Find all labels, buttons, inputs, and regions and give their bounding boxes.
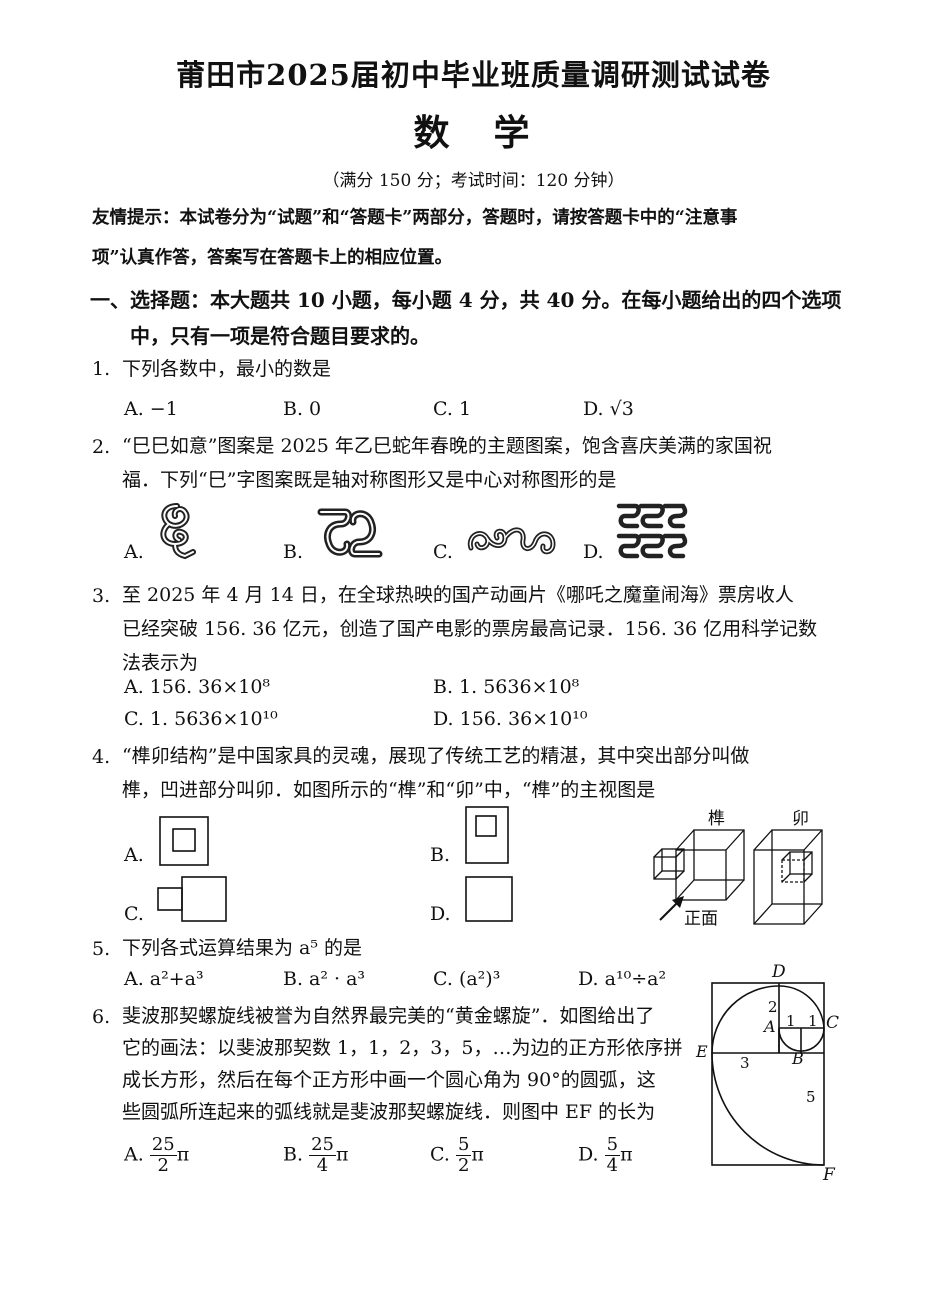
option-b: B.: [430, 844, 451, 866]
pattern-a-image: [160, 503, 196, 560]
numerator: 25: [149, 1134, 177, 1156]
view-d-figure: [465, 876, 513, 922]
denominator: 4: [606, 1155, 619, 1176]
point-d-label: D: [772, 962, 786, 982]
exam-meta: （满分 150 分；考试时间：120 分钟）: [322, 171, 625, 191]
option-b: B. 1. 5636×10⁸: [433, 676, 580, 698]
denominator: 2: [457, 1155, 470, 1176]
pattern-d-image: [616, 503, 688, 559]
tip-line-2: 项”认真作答，答案写在答题卡上的相应位置。: [92, 248, 453, 268]
side-5-label: 5: [806, 1088, 816, 1106]
question-stem: 下列各式运算结果为 a⁵ 的是: [122, 937, 363, 959]
numerator: 25: [309, 1134, 336, 1156]
numerator: 5: [604, 1134, 621, 1156]
option-a: A.: [124, 844, 144, 866]
side-3-label: 3: [740, 1054, 750, 1072]
question-stem: 斐波那契螺旋线被誉为自然界最完美的“黄金螺旋”．如图给出了: [122, 1005, 655, 1027]
question-stem: 些圆弧所连起来的弧线就是斐波那契螺旋线．则图中 EF 的长为: [122, 1101, 656, 1123]
question-stem: 已经突破 156. 36 亿元，创造了国产电影的票房最高记录．156. 36 亿…: [122, 618, 818, 640]
question-number: 2.: [92, 436, 111, 458]
question-stem: 成长方形，然后在每个正方形中画一个圆心角为 90°的圆弧，这: [122, 1069, 656, 1091]
pattern-c-image: [467, 527, 556, 555]
side-1b-label: 1: [808, 1012, 818, 1030]
option-d: D.: [430, 903, 451, 925]
question-number: 5.: [92, 938, 111, 960]
option-c: C. (a²)³: [433, 968, 501, 990]
point-c-label: C: [826, 1013, 840, 1033]
question-number: 3.: [92, 585, 111, 607]
section-heading-line-1: 一、选择题：本大题共 10 小题，每小题 4 分，共 40 分。在每小题给出的四…: [90, 288, 842, 312]
fibonacci-spiral-figure: [711, 982, 825, 1166]
question-stem: 至 2025 年 4 月 14 日，在全球热映的国产动画片《哪吒之魔童闹海》票房…: [122, 584, 794, 606]
point-b-label: B: [792, 1049, 804, 1068]
denominator: 2: [157, 1155, 169, 1176]
option-b: B. 0: [283, 398, 322, 420]
option-d: D.: [583, 541, 604, 563]
pattern-b-image: [317, 508, 383, 558]
question-number: 6.: [92, 1006, 111, 1028]
option-a: A.: [124, 541, 144, 563]
view-c-figure: [157, 876, 227, 922]
option-label: C.: [430, 1143, 450, 1166]
option-c: C.: [124, 903, 144, 925]
option-d: D. a¹⁰÷a²: [578, 968, 667, 990]
tenon-mortise-figure: [653, 829, 823, 925]
tip-line-1: 友情提示：本试卷分为“试题”和“答题卡”两部分，答题时，请按答题卡中的“注意事: [92, 208, 738, 228]
option-label: D.: [578, 1143, 599, 1166]
question-number: 4.: [92, 746, 111, 768]
option-a: A. a²+a³: [124, 968, 204, 990]
front-view-label: 正面: [684, 909, 718, 929]
option-c: C. 1: [433, 398, 472, 420]
point-f-label: F: [823, 1165, 835, 1185]
option-d: D. √3: [583, 398, 634, 420]
option-a: A. 156. 36×10⁸: [124, 676, 271, 698]
question-stem: 福．下列“巳”字图案既是轴对称图形又是中心对称图形的是: [122, 469, 617, 491]
side-2-label: 2: [768, 998, 778, 1016]
view-a-figure: [159, 816, 209, 866]
pi-symbol: π: [620, 1143, 633, 1166]
section-heading-line-2: 中，只有一项是符合题目要求的。: [130, 324, 430, 348]
option-c: C.: [433, 541, 453, 563]
point-e-label: E: [696, 1042, 708, 1061]
denominator: 4: [316, 1155, 329, 1176]
pi-symbol: π: [335, 1143, 349, 1166]
question-stem: 下列各数中，最小的数是: [122, 358, 332, 380]
point-a-label: A: [764, 1017, 776, 1036]
numerator: 5: [455, 1134, 472, 1156]
question-stem: “巳巳如意”图案是 2025 年乙巳蛇年春晚的主题图案，饱含喜庆美满的家国祝: [122, 435, 772, 457]
question-stem: 法表示为: [122, 652, 199, 674]
question-stem: 榫，凹进部分叫卯．如图所示的“榫”和“卯”中，“榫”的主视图是: [122, 779, 656, 801]
option-label: A.: [124, 1143, 144, 1166]
subject-title: 数学: [413, 112, 574, 154]
side-1a-label: 1: [786, 1012, 796, 1030]
option-d: D. 156. 36×10¹⁰: [433, 708, 588, 730]
view-b-figure: [465, 806, 509, 864]
option-b: B. a² · a³: [283, 968, 366, 990]
option-a: A. −1: [124, 398, 178, 420]
question-stem: “榫卯结构”是中国家具的灵魂，展现了传统工艺的精湛，其中突出部分叫做: [122, 745, 750, 767]
option-b: B.: [283, 541, 304, 563]
tenon-label: 榫: [708, 809, 725, 829]
option-c: C. 1. 5636×10¹⁰: [124, 708, 278, 730]
option-label: B.: [283, 1143, 304, 1166]
pi-symbol: π: [471, 1143, 484, 1166]
pi-symbol: π: [176, 1143, 190, 1166]
exam-title: 莆田市2025届初中毕业班质量调研测试试卷: [176, 58, 771, 92]
question-stem: 它的画法：以斐波那契数 1，1，2，3，5，…为边的正方形依序拼: [122, 1037, 683, 1059]
question-number: 1.: [92, 358, 111, 380]
mortise-label: 卯: [792, 809, 809, 829]
